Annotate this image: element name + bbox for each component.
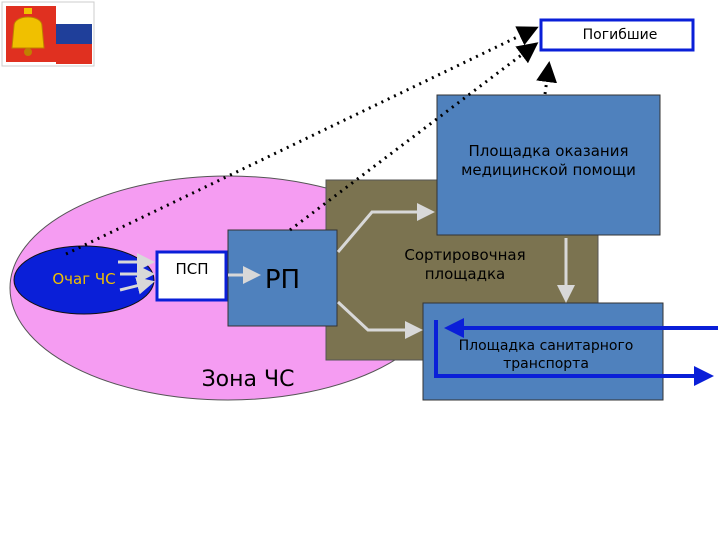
rp-label: РП	[264, 265, 301, 295]
dead-box	[539, 18, 695, 52]
arrow-ochag-psp-bot	[119, 276, 155, 295]
medical-label: Площадка оказания медицинской помощи	[461, 142, 636, 179]
flow-arrows	[118, 203, 575, 339]
bell-emblem-logo	[1, 1, 95, 67]
arrow-rp-transport	[336, 300, 423, 339]
dotted-arrow-ochag-dead	[65, 26, 539, 256]
ochag-label: Очаг ЧС	[52, 270, 116, 288]
psp-label: ПСП	[175, 260, 209, 278]
blue-arrow-outgoing	[434, 320, 714, 386]
dead-arrows	[65, 26, 558, 256]
arrow-rp-medical	[336, 203, 435, 253]
transport-arrows	[434, 318, 718, 386]
dotted-arrow-medical-dead	[536, 61, 558, 95]
dead-label: Погибшие	[582, 27, 658, 43]
zone-label: Зона ЧС	[201, 367, 295, 392]
medical-help-box	[436, 94, 661, 236]
sort-label: Сортировочная площадка	[404, 246, 526, 283]
psp-box	[155, 250, 228, 302]
transport-label: Площадка санитарного транспорта	[458, 338, 634, 372]
dotted-arrow-rp-dead	[289, 42, 539, 232]
